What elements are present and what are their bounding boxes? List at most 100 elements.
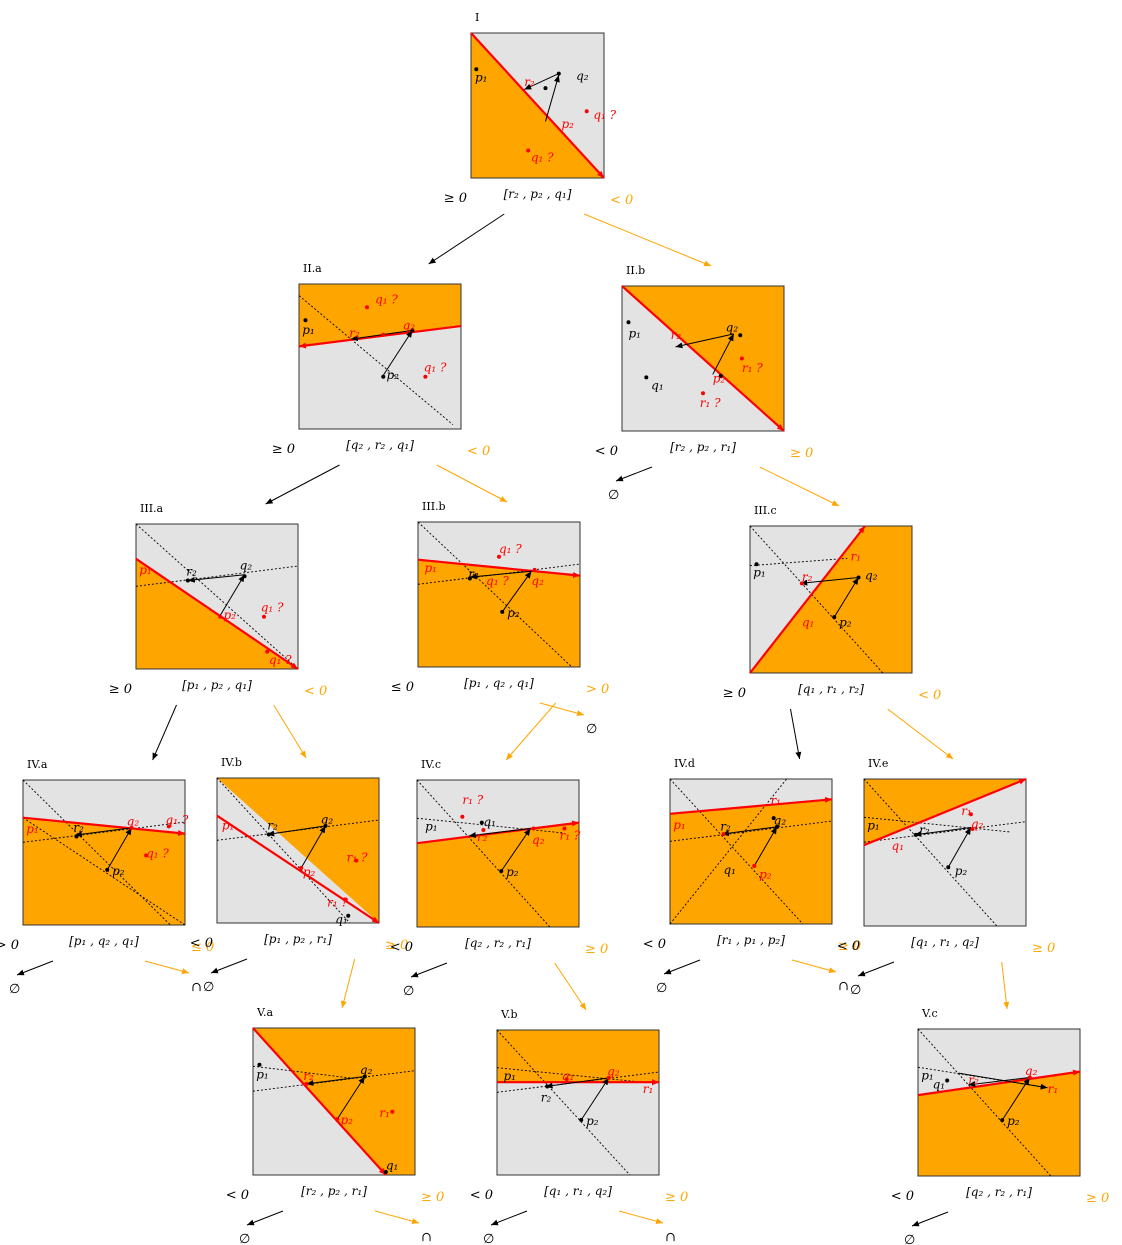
left-branch-condition: ≤ 0 [391, 680, 414, 695]
orientation-triple: [q₁ , r₁ , r₂] [798, 682, 864, 696]
point-dot [129, 825, 134, 830]
leaf-branch-arrow [410, 962, 448, 978]
point-dot [460, 814, 465, 819]
segment-arrow [958, 1072, 1048, 1090]
point-label: r₂ [671, 328, 682, 342]
tree-edge-arrow [152, 704, 177, 761]
empty-set-leaf: ∅ [608, 488, 619, 503]
tree-edge-arrow [1001, 961, 1010, 1010]
empty-set-leaf: ∅ [656, 981, 667, 996]
leaf-branch-arrow [857, 961, 895, 977]
dashed-support-line [22, 817, 186, 926]
point-label: q₂ [865, 569, 878, 583]
dashed-support-line [416, 817, 563, 834]
point-dot [481, 827, 486, 832]
orange-halfplane [253, 1028, 415, 1175]
tile-title: IV.a [27, 758, 48, 771]
point-label: r₂ [468, 567, 479, 581]
right-branch-condition: < 0 [918, 688, 941, 703]
point-label: q₂ [576, 69, 589, 83]
point-label: p₂ [561, 117, 574, 131]
tile-border [863, 778, 1027, 927]
point-label: q₁ [723, 863, 736, 877]
point-label: q₂ [532, 833, 545, 847]
point-dot [500, 609, 505, 614]
right-branch-condition: ≥ 0 [585, 942, 608, 957]
tree-edge-arrow [505, 702, 557, 761]
dashed-support-line [863, 816, 1010, 833]
point-dot [771, 816, 776, 821]
red-separating-line [749, 525, 866, 674]
point-dot [362, 1074, 367, 1079]
right-branch-condition: < 0 [467, 444, 490, 459]
point-label: q₁ ? [424, 361, 447, 375]
point-label: r₂ [477, 830, 488, 844]
point-label: r₂ [802, 570, 813, 584]
tree-edge-arrow [554, 962, 587, 1011]
right-branch-condition: ≤ 0 [191, 940, 214, 955]
point-label: p₁ [475, 71, 488, 85]
point-label: q₁ ? [146, 847, 169, 861]
tree-edge-arrow [583, 213, 712, 267]
leaf-branch-arrow [539, 702, 585, 717]
point-dot [913, 832, 918, 837]
point-dot [543, 86, 548, 91]
point-label: p₁ [673, 818, 686, 832]
point-label: q₁ [933, 1077, 946, 1091]
left-branch-condition: ≥ 0 [723, 686, 746, 701]
point-dot [579, 1117, 584, 1122]
point-label: r₁ ? [742, 361, 763, 375]
red-separating-line [669, 796, 833, 815]
point-dot [479, 820, 484, 825]
point-label: q₁ [335, 913, 348, 927]
point-dot [752, 864, 757, 868]
dashed-support-line [252, 1065, 351, 1079]
point-dot [701, 391, 705, 396]
dashed-support-line [135, 523, 299, 670]
intersection-leaf: ∩ [191, 980, 202, 995]
point-label: q₁ [892, 839, 905, 853]
orientation-triple: [r₁ , p₁ , p₂] [717, 933, 785, 947]
dashed-support-line [749, 525, 884, 674]
dashed-support-line [298, 295, 454, 425]
orange-halfplane [217, 778, 379, 923]
empty-set-leaf: ∅ [9, 982, 20, 997]
tile-border [749, 525, 913, 674]
left-branch-condition: > 0 [0, 938, 19, 953]
point-dot [467, 576, 472, 581]
segment-arrow [187, 574, 245, 583]
red-separating-line [216, 814, 380, 924]
point-dot [303, 318, 308, 323]
segment-arrow [501, 571, 532, 613]
point-label: p₁ [753, 566, 766, 580]
tree-edge-arrow [273, 704, 307, 759]
point-label: r₁ ? [700, 396, 721, 410]
orange-halfplane [418, 559, 580, 667]
point-label: q₁ ? [269, 653, 292, 667]
left-branch-condition: < 0 [837, 939, 860, 954]
point-label: q₁ ? [375, 293, 398, 307]
tile-title: V.a [256, 1006, 274, 1019]
point-label: r₁ [1048, 1082, 1059, 1096]
red-separating-line [416, 820, 580, 845]
tile-title: III.b [422, 500, 446, 513]
left-branch-condition: < 0 [470, 1188, 493, 1203]
tree-edge-arrow [340, 958, 356, 1009]
point-label: r₂ [73, 820, 84, 834]
point-label: q₂ [321, 813, 334, 827]
segment-arrow [580, 1077, 610, 1121]
right-branch-condition: ≥ 0 [790, 446, 813, 461]
point-dot [531, 826, 536, 831]
left-branch-condition: < 0 [390, 940, 413, 955]
segment-arrow [914, 827, 971, 837]
point-dot [499, 869, 504, 874]
point-label: p₂ [506, 865, 519, 879]
dashed-support-line [22, 779, 171, 926]
empty-set-leaf: ∅ [239, 1232, 250, 1245]
segment-arrow [968, 1077, 1030, 1088]
